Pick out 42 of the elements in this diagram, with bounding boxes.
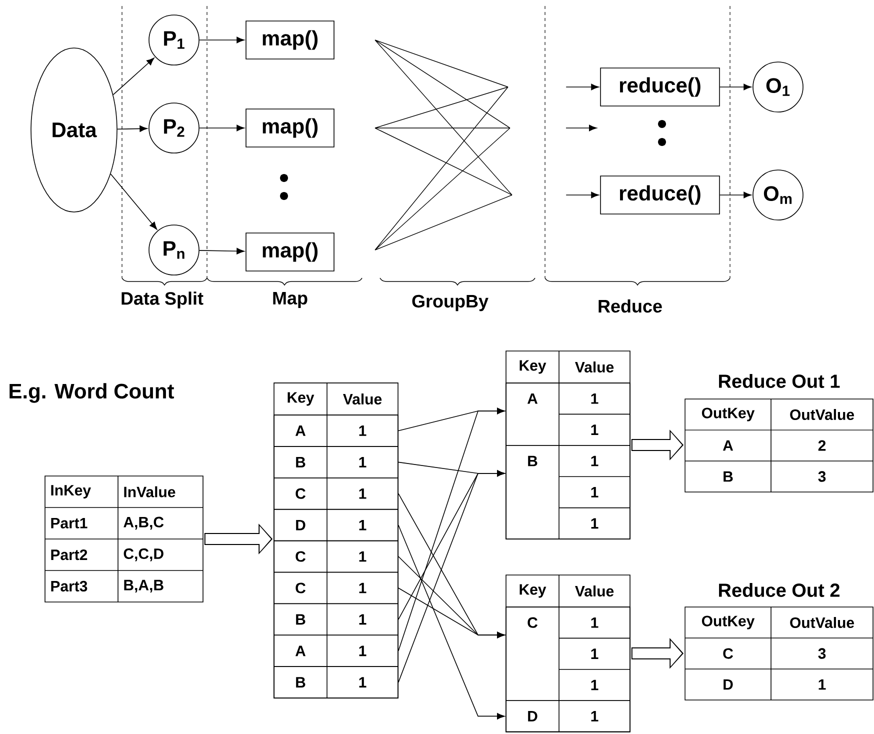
table-row: C 1: [274, 572, 398, 604]
table-row: B 1: [274, 666, 398, 698]
arrow: [720, 192, 752, 198]
grouped-rows: B 1 1 1: [506, 445, 630, 540]
arrow: [566, 192, 599, 198]
arrow: [398, 524, 505, 720]
section-label: Reduce: [598, 299, 662, 313]
arrow: [117, 126, 148, 132]
reduce-box: reduce(): [600, 176, 720, 214]
table-row: B 1: [274, 603, 398, 636]
arrow: [720, 84, 752, 90]
node-label: Reduce Out 2: [719, 583, 840, 597]
arrow: [112, 58, 154, 96]
section-label: GroupBy: [412, 294, 488, 312]
example-heading: E.g. Word Count: [10, 383, 174, 403]
section-label: Data Split: [122, 292, 204, 308]
grouped-rows: A 1 1: [506, 382, 630, 446]
arrow: [398, 408, 505, 652]
map-box: map(): [246, 108, 334, 148]
arrow: [199, 124, 244, 132]
map-box: map(): [246, 232, 334, 272]
reduce-box: reduce(): [600, 68, 720, 106]
arrow: [398, 470, 505, 683]
table: Reduce Out 1 OutKey OutValue A 2 B 3: [684, 374, 874, 492]
arrow: [199, 36, 244, 44]
section-label: Map: [273, 292, 308, 308]
table-row: A 1: [274, 414, 398, 447]
table-row: A 1: [274, 634, 398, 668]
arrow: [199, 248, 244, 254]
table-row: C 1: [274, 540, 398, 573]
table-row: C 1: [274, 478, 398, 510]
arrow: [110, 174, 158, 230]
table-row: B 1: [274, 446, 398, 478]
arrow: [398, 588, 505, 638]
arrow: [566, 84, 599, 90]
table: Reduce Out 2 OutKey OutValue C 3 D 1: [684, 583, 874, 700]
table-row: D 1: [506, 700, 630, 732]
node-label: Reduce Out 1: [719, 374, 840, 388]
map-box: map(): [246, 20, 334, 60]
table: InKey InValue Part1 A,B,C Part2 C,C,D Part3 B,A,B: [44, 476, 204, 602]
table-row: D 1: [274, 508, 398, 542]
grouped-rows: C 1 1 1: [506, 606, 630, 701]
